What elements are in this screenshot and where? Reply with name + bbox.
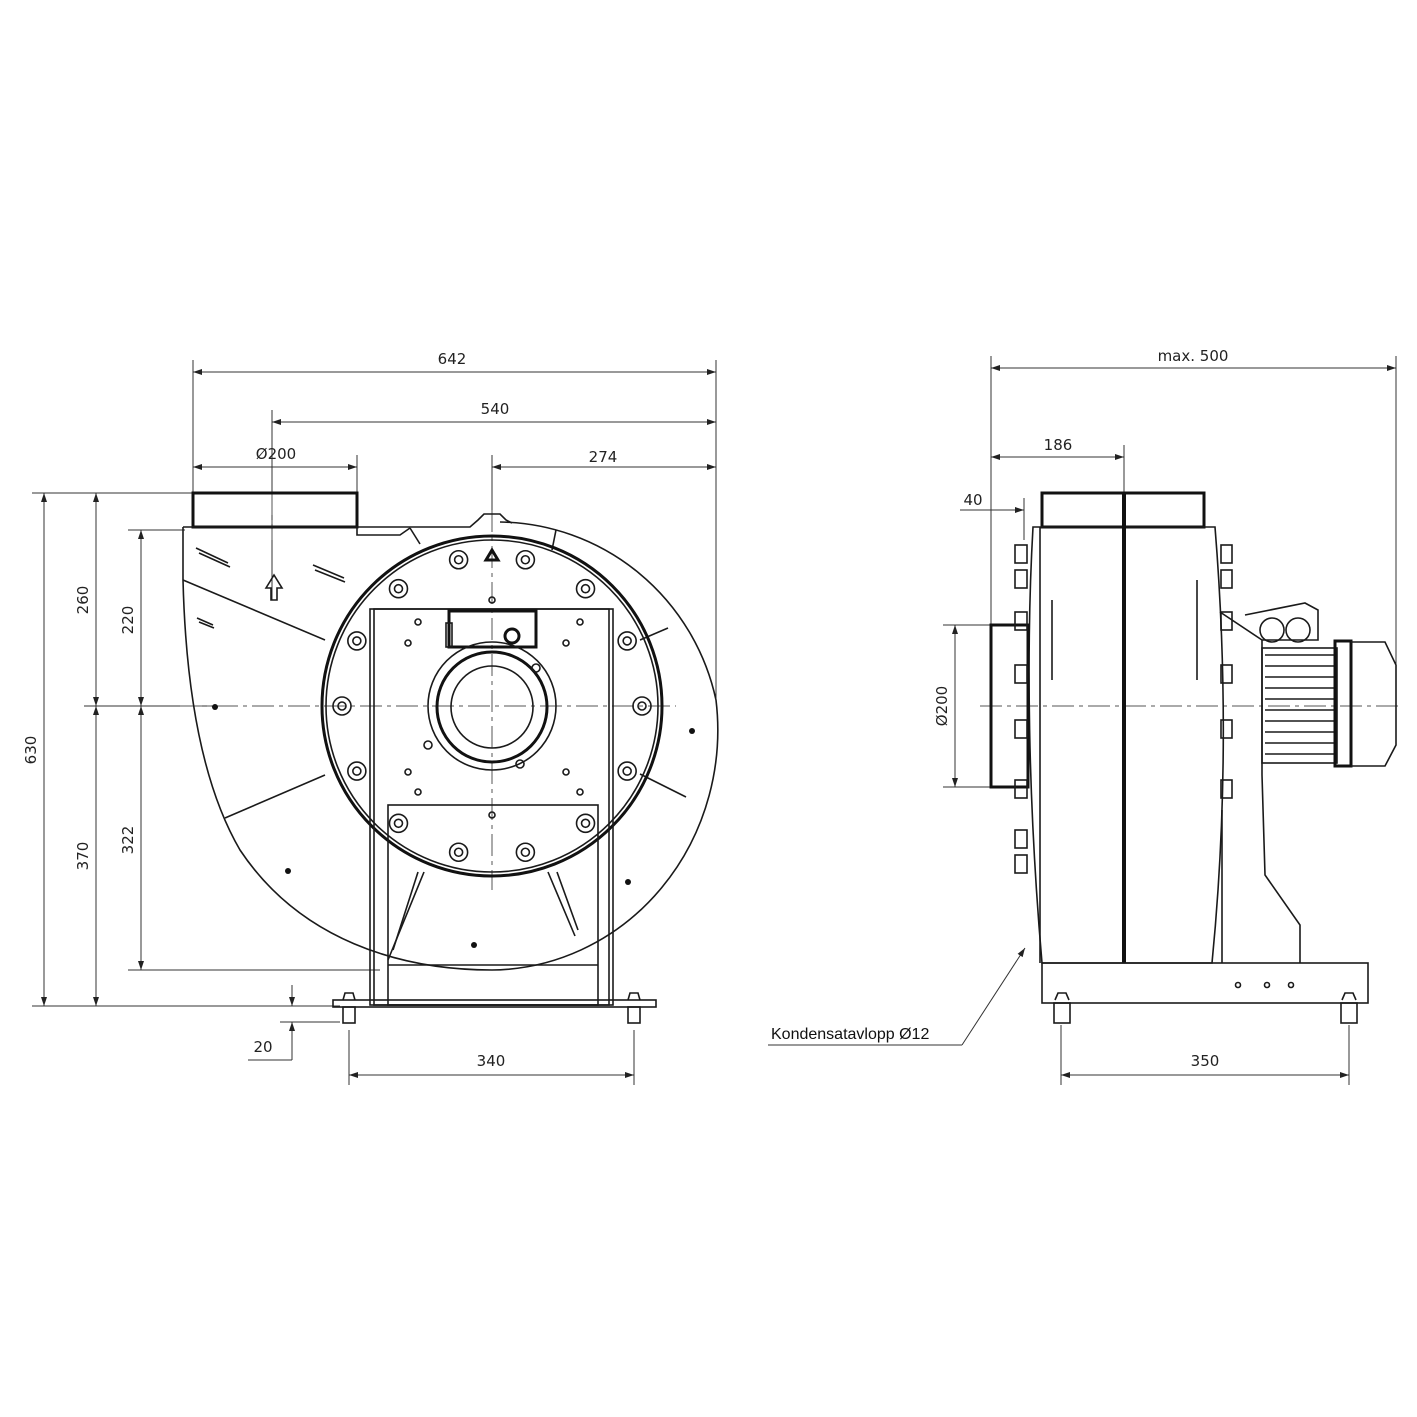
dim-274: 274 (589, 448, 618, 466)
motor-flange (423, 609, 557, 771)
dim-40: 40 (963, 491, 982, 509)
base-plate (332, 999, 657, 1008)
bolt (347, 631, 367, 651)
foot-bolts (342, 992, 641, 1024)
dim-220: 220 (119, 606, 137, 635)
side-view: max. 500 186 40 Ø200 350 Kondensatavlopp… (768, 347, 1400, 1085)
dim-370: 370 (74, 842, 92, 871)
bolt (515, 842, 536, 863)
dim-340: 340 (477, 1052, 506, 1070)
base-frame (1041, 962, 1369, 1004)
side-dimensions (768, 356, 1397, 1085)
triangle-marker-icon (483, 547, 501, 562)
bolt (448, 842, 469, 863)
dim-outlet-diameter: Ø200 (256, 445, 296, 463)
dim-540: 540 (481, 400, 510, 418)
bolt (515, 549, 536, 570)
bolt (448, 549, 469, 570)
bolt (575, 578, 596, 599)
outlet-duct (191, 491, 359, 529)
dim-642: 642 (438, 350, 467, 368)
dim-630: 630 (22, 736, 40, 765)
dim-20: 20 (253, 1038, 272, 1056)
dim-322: 322 (119, 826, 137, 855)
motor-side (1244, 602, 1397, 768)
bolt (388, 578, 409, 599)
inlet-flange (320, 534, 664, 878)
bolt (347, 761, 367, 781)
bolt (617, 631, 637, 651)
bolt (632, 696, 652, 716)
dim-inlet-diameter: Ø200 (933, 686, 951, 726)
dim-260: 260 (74, 586, 92, 615)
side-dimension-labels: max. 500 186 40 Ø200 350 Kondensatavlopp… (771, 347, 1228, 1070)
fan-housing-side (989, 491, 1397, 1024)
front-view: 642 540 Ø200 274 630 260 370 220 322 20 … (22, 350, 719, 1085)
flange-bolts (332, 549, 652, 863)
bolt (388, 813, 409, 834)
airflow-arrow-icon (264, 573, 284, 601)
bolt (617, 761, 637, 781)
bolt (575, 813, 596, 834)
dim-350: 350 (1191, 1052, 1220, 1070)
flange-tabs-side (1014, 544, 1233, 874)
inlet-spigot (989, 623, 1030, 789)
dim-max-500: max. 500 (1158, 347, 1229, 365)
motor-support-frame (332, 547, 657, 1024)
condensate-drain-label: Kondensatavlopp Ø12 (771, 1026, 929, 1043)
front-dimensions (32, 360, 717, 1085)
dim-186: 186 (1044, 436, 1073, 454)
bolt (332, 696, 352, 716)
front-dimension-labels: 642 540 Ø200 274 630 260 370 220 322 20 … (22, 350, 617, 1070)
